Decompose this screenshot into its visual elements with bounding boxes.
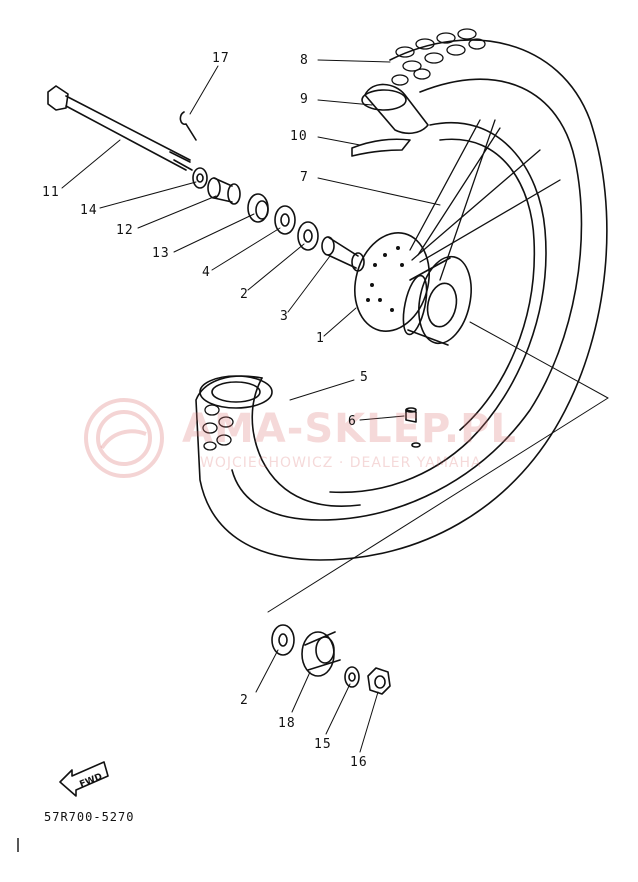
tube — [361, 83, 429, 135]
part-label-5: 5 — [360, 370, 369, 385]
part-label-15: 15 — [314, 737, 332, 752]
washer-14 — [192, 167, 208, 189]
part-label-9: 9 — [300, 92, 309, 107]
valve-cap — [405, 407, 421, 448]
part-label-18: 18 — [278, 716, 296, 731]
part-label-3: 3 — [280, 309, 289, 324]
part-label-8: 8 — [300, 53, 309, 68]
part-label-1: 1 — [316, 331, 325, 346]
part-label-14: 14 — [80, 203, 98, 218]
tread-pattern-bottom — [202, 404, 234, 451]
collar-12 — [207, 177, 241, 205]
leader-lines — [61, 59, 441, 753]
part-label-16: 16 — [350, 755, 368, 770]
tread-pattern-top — [391, 28, 486, 86]
part-label-4: 4 — [202, 265, 211, 280]
guide-lines — [267, 321, 609, 613]
hub — [402, 255, 472, 346]
part-label-7: 7 — [300, 170, 309, 185]
part-label-13: 13 — [152, 246, 170, 261]
watermark-text: AMA-SKLEP.PL — [182, 406, 517, 452]
washer-15 — [344, 666, 360, 688]
spacer-3 — [321, 236, 365, 272]
bearing-lower-2 — [271, 624, 295, 656]
dealer-watermark — [84, 398, 164, 478]
meter-gear — [301, 631, 341, 677]
fwd-label: FWD — [78, 772, 104, 790]
nut-16 — [367, 667, 391, 695]
part-label-2-lower: 2 — [240, 693, 249, 708]
bearing-2 — [297, 221, 319, 251]
part-label-10: 10 — [290, 129, 308, 144]
rim — [329, 122, 547, 494]
drawing-code: 57R700-5270 — [44, 810, 135, 824]
cotter-pin — [179, 111, 197, 141]
fwd-arrow-icon — [59, 761, 109, 797]
part-label-6: 6 — [348, 414, 357, 429]
part-label-17: 17 — [212, 51, 230, 66]
watermark-subtext: WOJCIECHOWICZ · DEALER YAMAHA — [200, 455, 482, 471]
part-label-2: 2 — [240, 287, 249, 302]
part-label-11: 11 — [42, 185, 60, 200]
oil-seal-13 — [247, 193, 269, 223]
rim-band — [351, 138, 411, 157]
bearing-4 — [274, 205, 296, 235]
part-label-12: 12 — [116, 223, 134, 238]
axle — [47, 85, 193, 171]
spokes — [409, 119, 561, 281]
tire — [195, 28, 608, 561]
